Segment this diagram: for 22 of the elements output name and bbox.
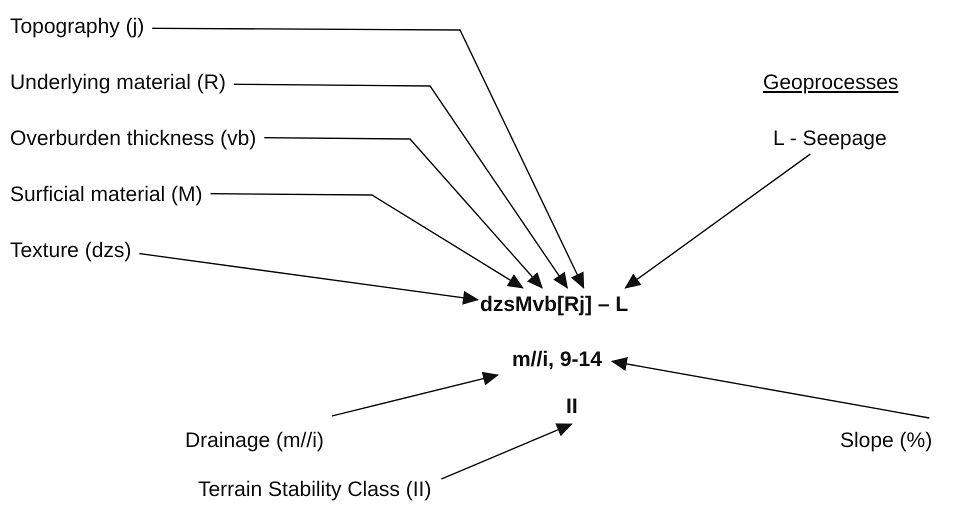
factor-label: Underlying material (R) — [10, 70, 226, 96]
factor-label: Topography (j) — [10, 14, 144, 40]
arrow — [152, 28, 584, 289]
factor-label: Texture (dzs) — [10, 238, 132, 264]
arrow — [610, 357, 930, 419]
factor-label: Drainage (m//i) — [185, 428, 324, 454]
arrow — [332, 372, 499, 417]
section-heading: Geoprocesses — [763, 70, 898, 96]
arrow — [234, 84, 568, 289]
arrow — [139, 252, 479, 305]
arrow — [210, 193, 524, 289]
stability-class-symbol: II — [566, 394, 578, 420]
factor-label: Slope (%) — [840, 428, 932, 454]
factor-label: Overburden thickness (vb) — [10, 126, 256, 152]
arrow — [441, 423, 573, 480]
arrow — [624, 153, 811, 289]
factor-label: Surficial material (M) — [10, 182, 203, 208]
terrain-symbol-formula: dzsMvb[Rj] – L — [480, 292, 628, 318]
geoprocess-item: L - Seepage — [773, 126, 888, 152]
factor-label: Terrain Stability Class (II) — [198, 477, 432, 503]
drainage-slope-formula: m//i, 9-14 — [512, 347, 602, 373]
arrow — [264, 137, 543, 289]
